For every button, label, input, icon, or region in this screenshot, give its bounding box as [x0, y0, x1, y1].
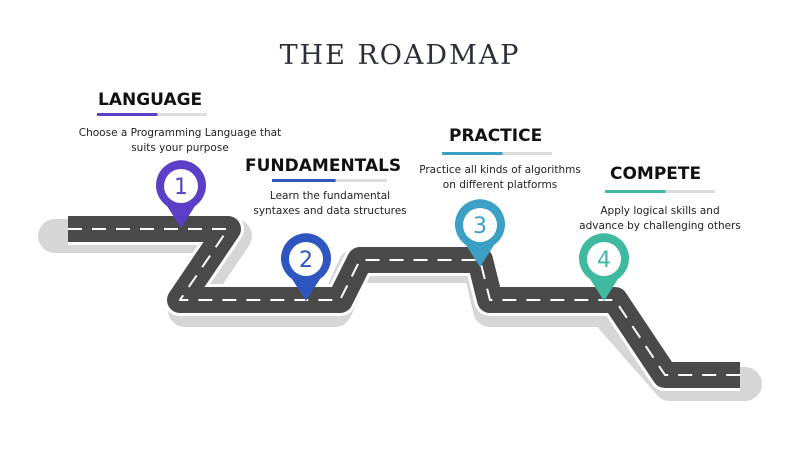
step-2-heading: FUNDAMENTALS — [245, 156, 402, 176]
step-1-description-line-2: suits your purpose — [131, 142, 229, 154]
step-2-underline — [272, 179, 387, 182]
step-2-pin-inner — [289, 242, 323, 276]
step-4-underline — [605, 190, 715, 193]
step-4-description: Apply logical skills and advance by chal… — [560, 204, 760, 234]
step-3-pin-number: 3 — [473, 214, 487, 239]
step-3-description: Practice all kinds of algorithms on diff… — [400, 163, 600, 193]
road-center-line — [68, 228, 740, 376]
step-4-pin-inner — [587, 242, 621, 276]
step-2-description: Learn the fundamental syntaxes and data … — [210, 189, 450, 219]
step-3-heading: PRACTICE — [449, 126, 543, 146]
step-3-pin-inner — [463, 208, 497, 242]
step-1-pin-inner — [164, 169, 198, 203]
step-1-pin: 1 — [155, 160, 206, 228]
step-1-pin-number: 1 — [174, 175, 188, 200]
step-3-pin: 3 — [455, 199, 506, 267]
step-1-heading: LANGUAGE — [98, 90, 203, 110]
step-1-description-line-1: Choose a Programming Language that — [78, 127, 282, 139]
step-1-description: Choose a Programming Language that suits… — [40, 126, 320, 156]
step-4-description-line-1: Apply logical skills and — [600, 205, 720, 217]
step-4-description-line-2: advance by challenging others — [579, 220, 741, 232]
step-2-pin: 2 — [280, 233, 331, 301]
step-4-pin-number: 4 — [597, 248, 611, 273]
step-3-underline — [442, 152, 552, 155]
step-3-description-line-1: Practice all kinds of algorithms — [419, 164, 581, 176]
step-2-description-line-1: Learn the fundamental — [269, 190, 391, 202]
page-title: THE ROADMAP — [279, 40, 521, 71]
step-2-pin-number: 2 — [299, 248, 313, 273]
step-4-heading: COMPETE — [610, 164, 702, 184]
step-4-pin: 4 — [579, 233, 629, 301]
step-1-underline — [97, 113, 207, 116]
step-2-description-line-2: syntaxes and data structures — [253, 205, 407, 217]
step-3-description-line-2: on different platforms — [442, 179, 558, 191]
